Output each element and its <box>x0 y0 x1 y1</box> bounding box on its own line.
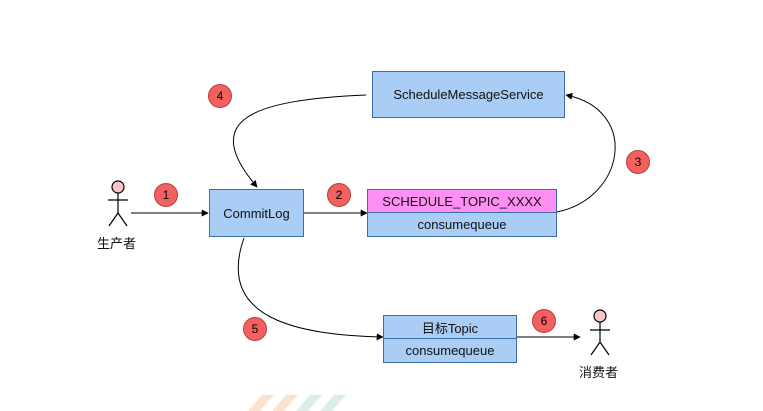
producer-label: 生产者 <box>97 236 137 251</box>
target-topic-box: 目标Topic <box>383 315 517 339</box>
consumer-actor-icon <box>590 309 610 356</box>
target-consumequeue-label: consumequeue <box>405 343 495 358</box>
consumer-label: 消费者 <box>579 365 619 380</box>
arrow-service-to-commitlog <box>232 94 367 188</box>
producer-actor-icon <box>108 180 128 227</box>
watermark-logo <box>248 395 346 411</box>
schedule-topic-label: SCHEDULE_TOPIC_XXXX <box>382 193 542 209</box>
step-badge-4: 4 <box>208 84 232 108</box>
schedule-consumequeue-label: consumequeue <box>417 217 507 232</box>
step-badge-6: 6 <box>532 309 556 333</box>
commitlog-box: CommitLog <box>209 189 304 237</box>
step-badge-5: 5 <box>243 317 267 341</box>
commitlog-label: CommitLog <box>223 205 290 221</box>
target-consumequeue-box: consumequeue <box>383 338 517 363</box>
step-badge-3: 3 <box>626 150 650 174</box>
schedule-consumequeue-box: consumequeue <box>367 212 557 237</box>
schedule-message-service-box: ScheduleMessageService <box>372 71 565 118</box>
arrow-commitlog-to-target-topic <box>237 237 384 341</box>
target-topic-label: 目标Topic <box>421 320 479 336</box>
step-badge-2: 2 <box>327 183 351 207</box>
step-badge-1: 1 <box>154 183 178 207</box>
schedule-message-service-label: ScheduleMessageService <box>393 87 544 102</box>
schedule-topic-box: SCHEDULE_TOPIC_XXXX <box>367 189 557 213</box>
arrow-schedule-topic-to-service <box>556 92 616 213</box>
